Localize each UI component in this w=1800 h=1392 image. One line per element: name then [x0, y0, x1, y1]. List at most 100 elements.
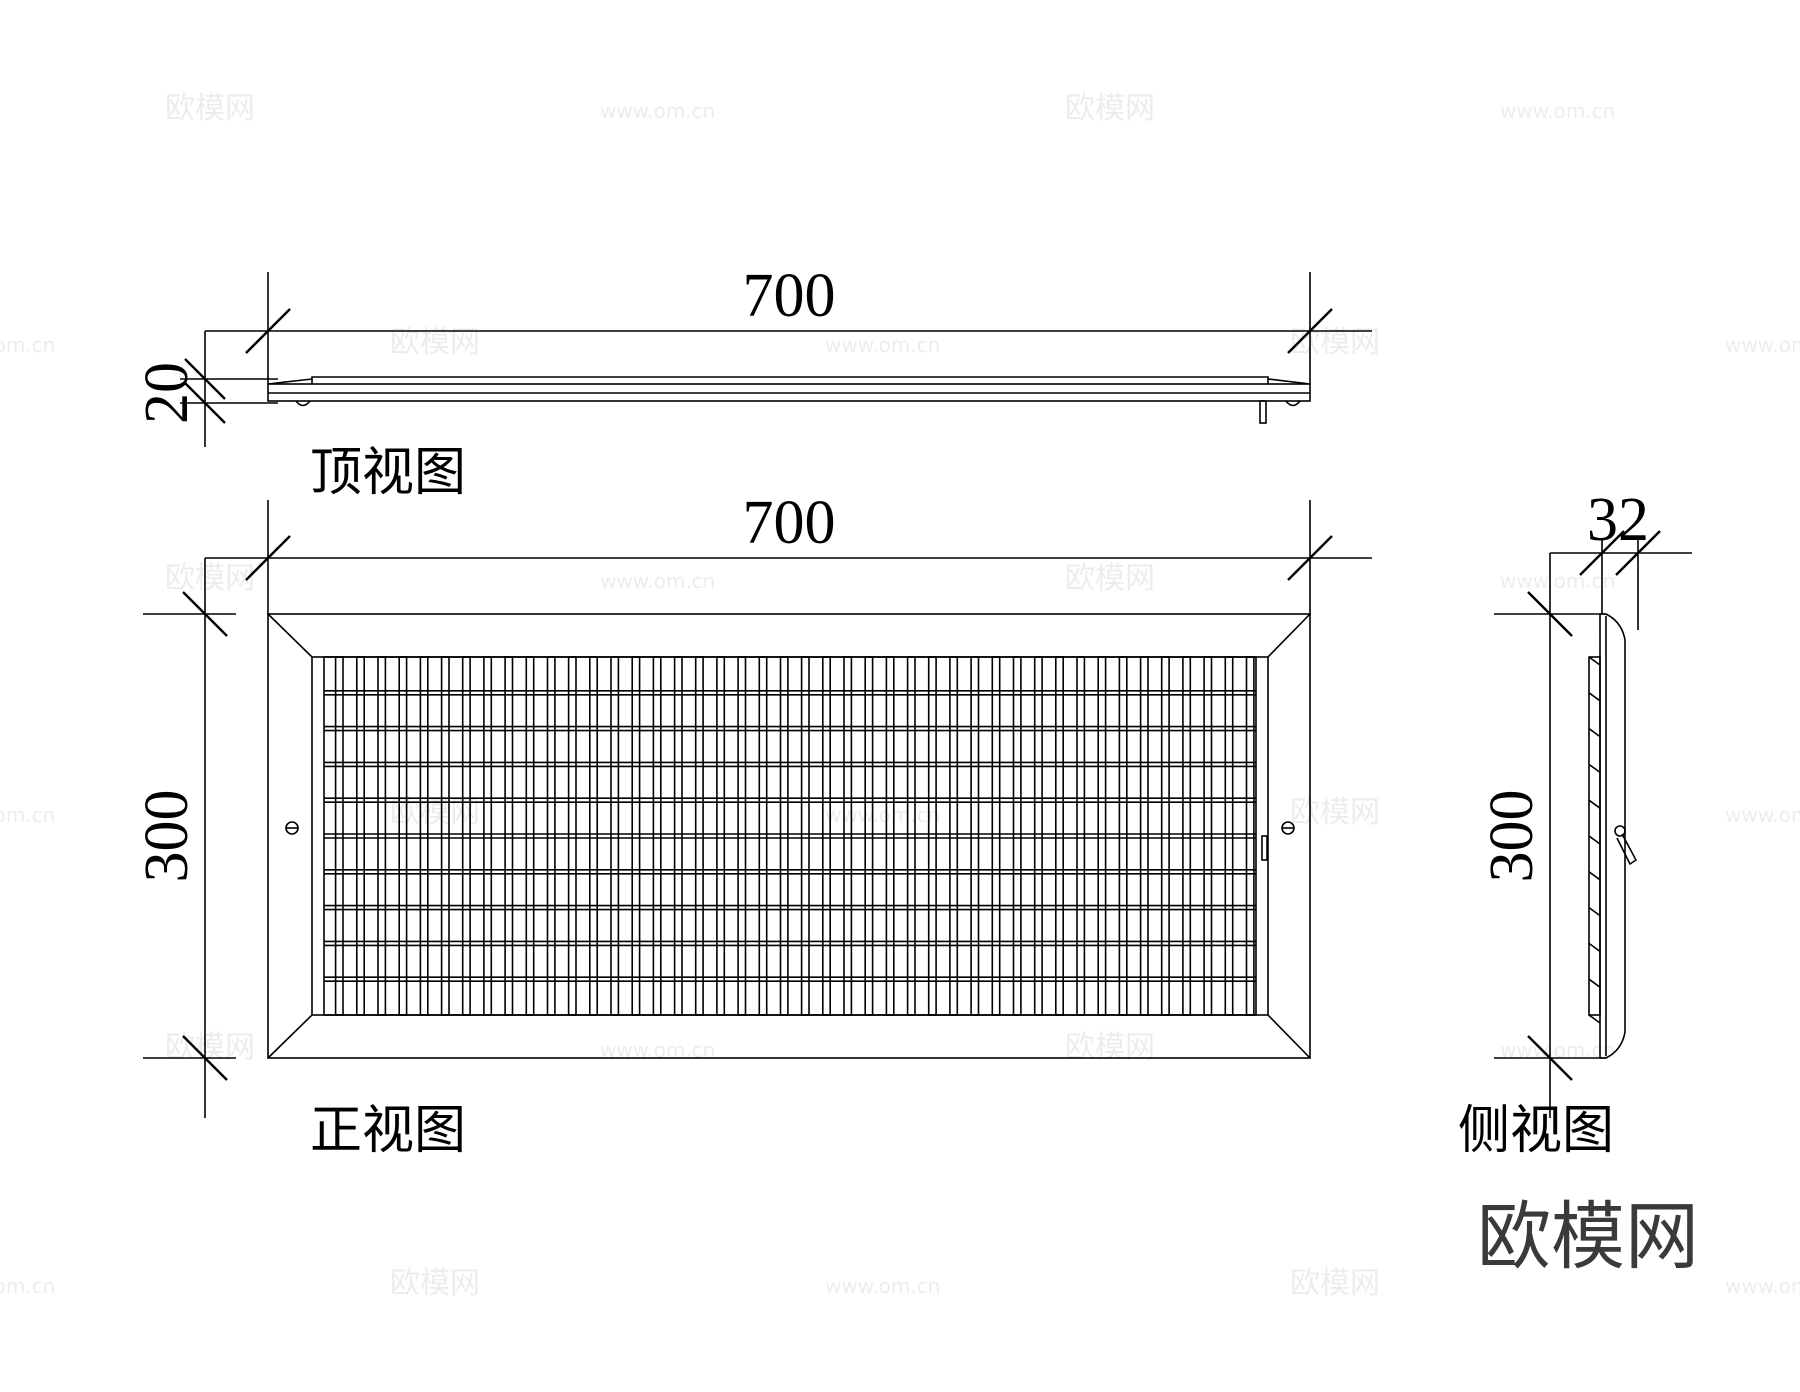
top-height-tick-top	[184, 358, 226, 400]
side-grille-blade	[1588, 942, 1601, 953]
front-frame-bevel-tr	[1267, 613, 1311, 658]
watermark-layer: 欧模网 www.om.cn 欧模网 www.om.cn www.om.cn 欧模网 www.…	[0, 91, 1800, 1301]
side-height-label: 300	[1478, 790, 1546, 883]
front-grille-blade	[716, 656, 726, 1016]
front-grille-blade	[631, 656, 641, 1016]
watermark-logo: 欧模网	[1065, 561, 1155, 596]
side-grille-blade	[1588, 727, 1601, 738]
top-width-label: 700	[743, 262, 836, 330]
side-grille-blades	[1588, 656, 1601, 1024]
watermark-url: www.om.cn	[1725, 803, 1800, 827]
front-frame-bevel-br	[1267, 1014, 1311, 1059]
front-grille-blade	[1055, 656, 1065, 1016]
watermark-logo: 欧模网	[165, 1030, 255, 1065]
side-depth-tick-right	[1615, 530, 1661, 576]
top-view	[180, 272, 1372, 447]
front-inner-frame	[311, 656, 1269, 1016]
side-depth-tick-left	[1579, 530, 1625, 576]
front-grille-blade	[483, 656, 493, 1016]
front-grille-blade	[737, 656, 747, 1016]
top-width-tick-right	[1287, 308, 1333, 354]
watermark-url: www.om.cn	[0, 803, 55, 827]
side-height-tick-bottom	[1527, 1035, 1573, 1081]
watermark-url: www.om.cn	[0, 1274, 55, 1298]
watermark-url: www.om.cn	[1725, 333, 1800, 357]
side-view-title: 侧视图	[1458, 1101, 1614, 1161]
side-damper-pivot-icon	[1614, 825, 1626, 837]
front-height-label: 300	[133, 790, 201, 883]
side-grille-blade	[1588, 1014, 1601, 1024]
side-damper-handle	[1616, 833, 1638, 866]
front-grille-blade	[567, 656, 577, 1016]
front-grille-blade	[906, 656, 916, 1016]
front-grille-blade	[1033, 656, 1043, 1016]
watermark-logo: 欧模网	[1065, 91, 1155, 126]
side-view	[1494, 530, 1692, 1118]
front-grille-blade	[1097, 656, 1107, 1016]
watermark-logo: 欧模网	[1290, 1266, 1380, 1301]
front-grille-blade	[377, 656, 387, 1016]
front-width-tick-left	[245, 535, 291, 581]
front-grille-blade	[355, 656, 365, 1016]
front-grille-blade	[694, 656, 704, 1016]
front-grille-core	[323, 656, 1257, 1016]
watermark-logo: 欧模网	[390, 1266, 480, 1301]
front-grille-blade	[779, 656, 789, 1016]
front-grille-blade	[610, 656, 620, 1016]
front-grille-blade	[1182, 656, 1192, 1016]
front-grille-blades	[334, 656, 1255, 1016]
front-grille-blade	[419, 656, 429, 1016]
watermark-url: www.om.cn	[1500, 99, 1615, 123]
front-grille-blade	[652, 656, 662, 1016]
side-frame-profile	[1599, 613, 1626, 1059]
front-height-tick-bottom	[182, 1035, 228, 1081]
front-screw-right-icon	[1281, 821, 1295, 835]
side-grille-blade	[1588, 906, 1601, 917]
front-grille-blade	[1139, 656, 1149, 1016]
front-grille-blade	[970, 656, 980, 1016]
front-grille-blade	[1012, 656, 1022, 1016]
top-view-title: 顶视图	[310, 443, 466, 503]
front-grille-blade	[1076, 656, 1086, 1016]
watermark-url: www.om.cn	[825, 803, 940, 827]
front-screw-left-icon	[285, 821, 299, 835]
front-damper-tab	[1261, 835, 1268, 861]
front-grille-bars	[324, 689, 1256, 983]
watermark-url: www.om.cn	[825, 1274, 940, 1298]
watermark-logo: 欧模网	[1065, 1030, 1155, 1065]
front-grille-blade	[1245, 656, 1255, 1016]
front-outer-frame	[267, 613, 1311, 1059]
top-height-label: 20	[133, 362, 201, 424]
front-frame-bevel-tl	[267, 613, 313, 658]
front-grille-blade	[1118, 656, 1128, 1016]
front-height-tick-top	[182, 591, 228, 637]
front-grille-blade	[991, 656, 1001, 1016]
front-grille-blade	[1160, 656, 1170, 1016]
front-grille-blade	[546, 656, 556, 1016]
brand-logo: 欧模网	[1477, 1194, 1699, 1280]
watermark-logo: 欧模网	[1290, 795, 1380, 830]
front-grille-blade	[800, 656, 810, 1016]
side-height-tick-top	[1527, 591, 1573, 637]
front-view	[143, 500, 1372, 1118]
front-frame-bevel-bl	[267, 1014, 313, 1059]
front-grille-blade	[821, 656, 831, 1016]
top-grille-foot-right	[1285, 400, 1301, 407]
top-grille-foot-left	[295, 400, 311, 407]
watermark-url: www.om.cn	[600, 99, 715, 123]
front-grille-blade	[927, 656, 937, 1016]
top-grille-frame-bevel	[267, 378, 1311, 385]
front-grille-blade	[1203, 656, 1213, 1016]
side-grille-blade	[1588, 835, 1601, 845]
front-view-title: 正视图	[310, 1101, 466, 1161]
side-depth-label: 32	[1587, 486, 1649, 554]
front-grille-blade	[885, 656, 895, 1016]
front-grille-blade	[758, 656, 768, 1016]
front-grille-blade	[864, 656, 874, 1016]
watermark-url: www.om.cn	[0, 333, 55, 357]
front-grille-blade	[440, 656, 450, 1016]
front-grille-blade	[588, 656, 598, 1016]
side-grille-blade	[1588, 763, 1601, 774]
watermark-logo: 欧模网	[165, 91, 255, 126]
